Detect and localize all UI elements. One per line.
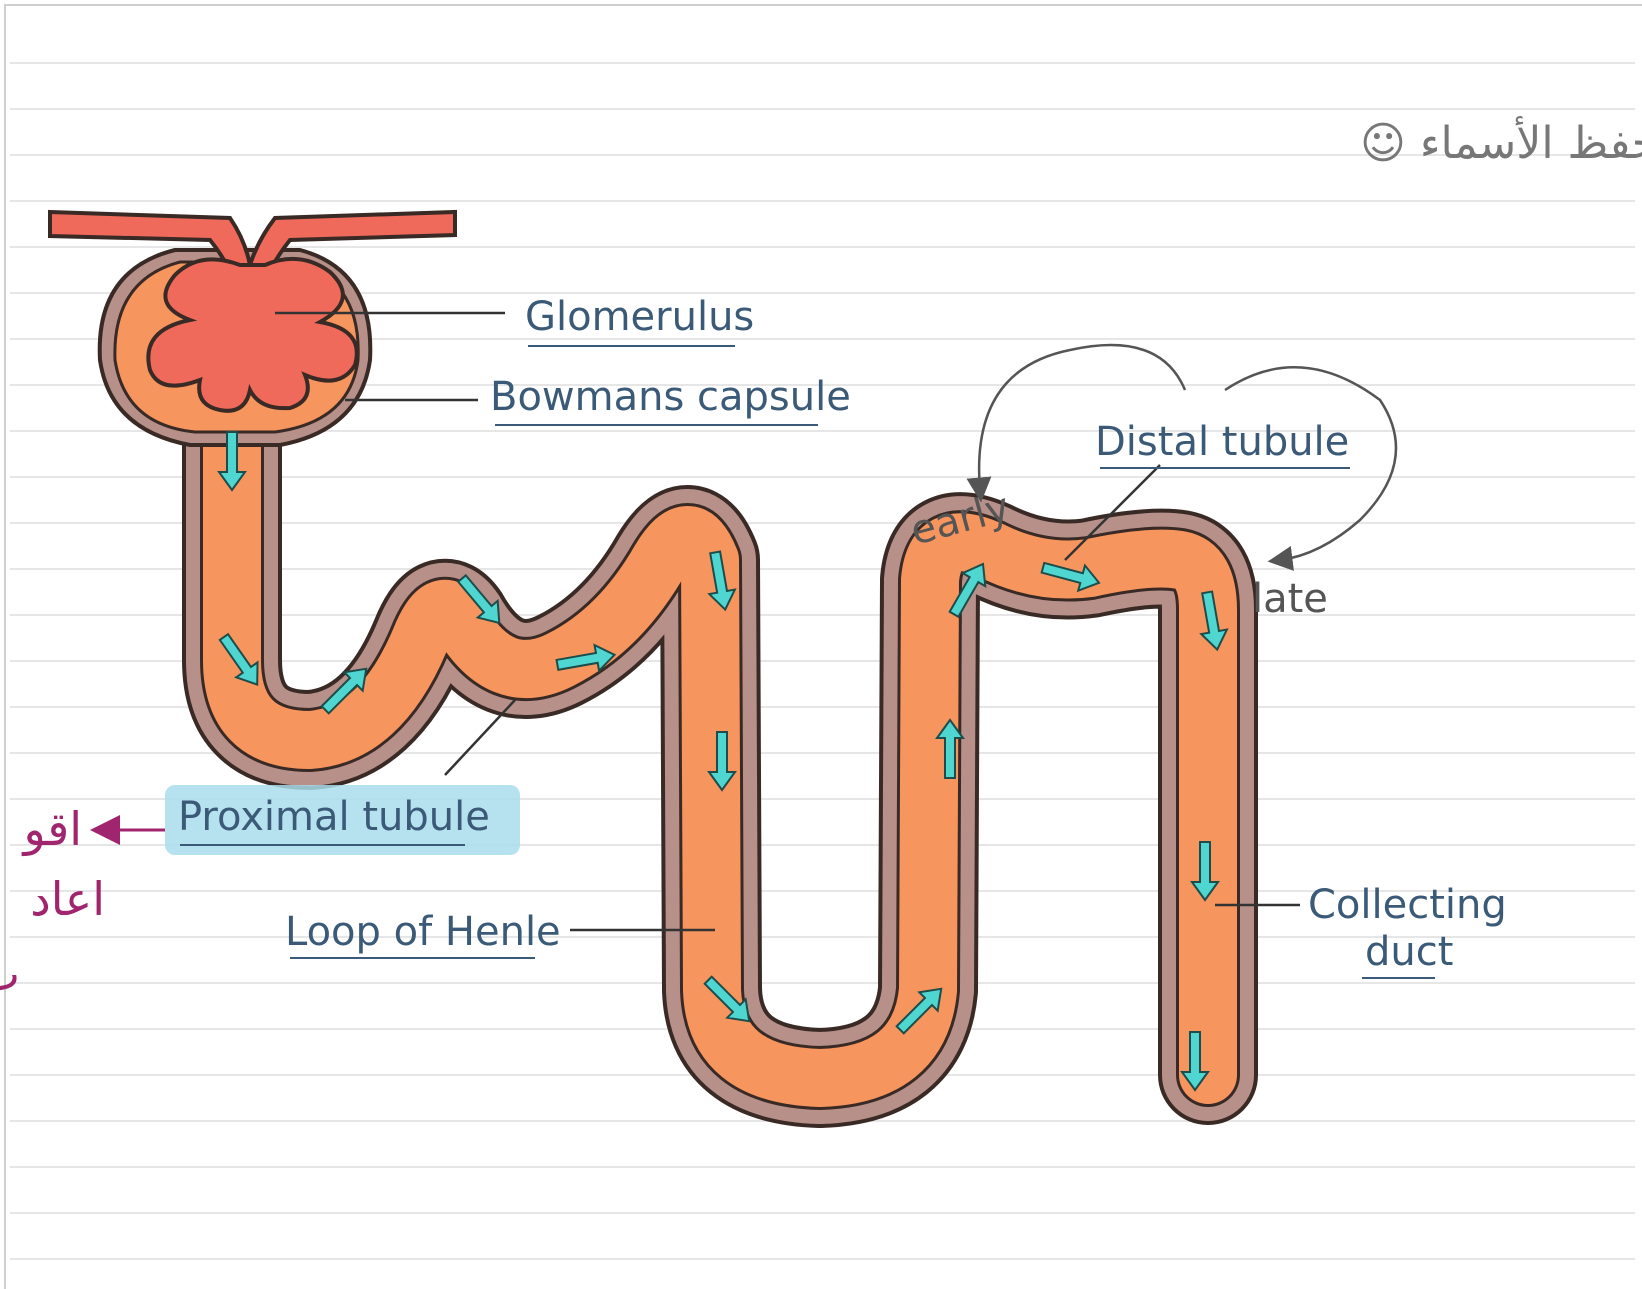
- label-collecting-duct-2: duct: [1365, 929, 1453, 975]
- label-glomerulus: Glomerulus: [525, 294, 754, 340]
- annotation-late: late: [1252, 576, 1328, 622]
- label-distal-tubule: Distal tubule: [1095, 419, 1349, 465]
- label-proximal-tubule: Proximal tubule: [178, 794, 490, 840]
- side-note-line1: اقو: [21, 802, 82, 857]
- label-loop-of-henle: Loop of Henle: [285, 909, 561, 955]
- side-note-line3: ب: [0, 947, 20, 1001]
- label-collecting-duct-1: Collecting: [1308, 882, 1507, 928]
- header-note: احفظ الأسماء ☺: [1360, 115, 1642, 169]
- label-bowmans-capsule: Bowmans capsule: [490, 374, 851, 420]
- side-note-line2: اعاد: [30, 872, 105, 926]
